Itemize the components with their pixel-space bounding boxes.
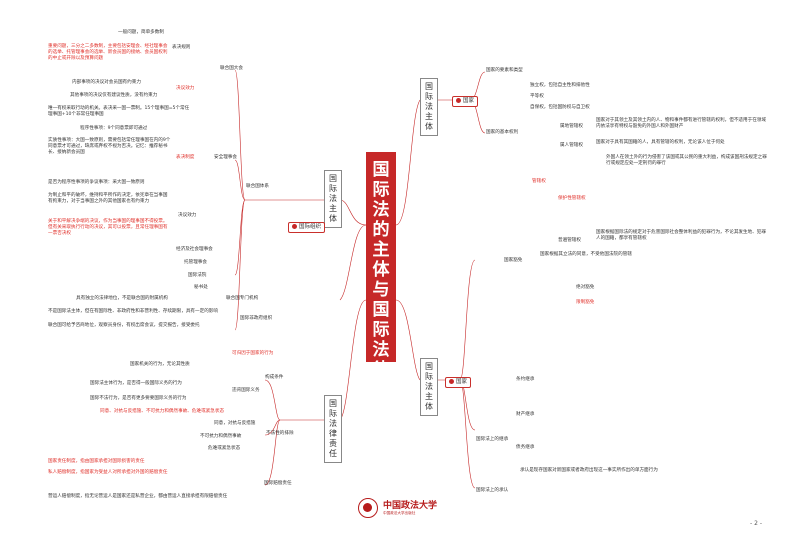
university-sub: 中国政法大学出版社 (383, 510, 416, 515)
treaty-succession: 条约继承 (516, 377, 535, 382)
property-succession: 财产继承 (516, 412, 535, 417)
resolution-effect: 决议效力 (176, 86, 195, 91)
university-logo: 中国政法大学 中国政法大学出版社 (358, 498, 437, 518)
center-title: 国际法的主体与国际法律责任 (366, 152, 396, 420)
resolution-effect-sc: 决议效力 (178, 213, 197, 218)
debt-succession: 债务继承 (516, 445, 535, 450)
sc-note: 关于和平解决争端的决议，作为当事国的理事国不得投票。但有关采取执行行动的决议，其… (48, 219, 168, 236)
substantive: 实质性事项：大国一致原则，需要包括常任理事国在内的9个同意票才可通过，缺席或弃权… (48, 138, 171, 155)
protective-text: 外国人在领土外的行为侵害了该国或其公民的重大利益，构成该国刑法规定之罪行或规定应… (606, 155, 767, 166)
immunity: 国家豁免 (504, 258, 523, 263)
majority-simple: 一般问题，简单多数制 (118, 30, 164, 35)
procedural: 程序性事项：9个同意票即可通过 (80, 126, 148, 131)
restrictive-immunity: 限制豁免 (576, 300, 595, 305)
other-matters: 其他事项的决议仅有建议性质，没有约束力 (70, 93, 158, 98)
compensation: 私人赔偿制度，指国家为受益人对所承担对外国的赔偿责任 (48, 470, 168, 475)
branch-intl-org-subject-label: 国际法主体 (329, 174, 337, 223)
specialized: 具有独立的法律地位，不是联合国的附属机构 (76, 296, 168, 301)
node-bullet-icon (456, 98, 461, 103)
personal: 属人管辖权 (560, 143, 583, 148)
branch-state-subject-2: 国际法主体 (420, 358, 438, 416)
branch-state-subject-label: 国际法主体 (425, 82, 433, 131)
node-state: 国家 (452, 96, 479, 107)
center-title-text: 国际法的主体与国际法律责任 (372, 160, 390, 420)
precluding-list: 同意、对抗与反措施、不可抗力和偶然事故、危难或紧急状态 (100, 409, 225, 414)
universal-text: 国家根据国际法的规定对于危害国际社会整体利益的犯罪行为，不论其发生地、犯罪人的国… (596, 230, 766, 241)
security-council: 安全理事会 (214, 155, 237, 160)
icj: 国际法院 (188, 273, 207, 278)
independence: 独立权，包括自主性和排他性 (530, 83, 590, 88)
node-bullet-icon (292, 224, 297, 229)
individuals: 国际法主体行为，是否得一般国际义务的行为 (90, 381, 182, 386)
branch-intl-legal-liability-label: 国际法律责任 (329, 399, 337, 458)
state-organs: 国家机关的行为，无论其性质 (130, 362, 190, 367)
ngo-role: 联合国可给予咨商地位，观察员身份，有权出席会议，提交报告，接受委托 (48, 323, 200, 328)
branch-intl-org-subject: 国际法主体 (324, 170, 342, 228)
branch-state-subject-2-label: 国际法主体 (425, 362, 433, 411)
page-number: - 2 - (750, 520, 762, 527)
recognition: 国际法上的承认 (476, 488, 509, 493)
voting-rules: 表决规则 (172, 45, 191, 50)
node-state-label: 国家 (463, 98, 475, 104)
node-state-2-label: 国家 (456, 379, 468, 385)
liability-elements: 构成条件 (265, 375, 284, 380)
territorial-text: 国家对于其领土及其领土内的人、物和事件都有进行管辖的权利，但不适用于在领域内依法… (596, 118, 766, 129)
un-organs: 联合国体系 (246, 184, 269, 189)
immunity-text: 国家根据其立法的同意，不受他国法院的管辖 (540, 252, 632, 257)
branch-state-subject: 国际法主体 (420, 78, 438, 136)
distress: 危难或紧急状态 (208, 446, 241, 451)
internal-matters: 内部事项的决议对会员国有约束力 (72, 80, 141, 85)
recognition-text: 承认是现存国家对新国家或者政府出现这一事实所作出的单方面行为 (520, 468, 658, 473)
breach: 违背国际义务 (232, 388, 260, 393)
responsibility-text: 国家责任制度，指由国家承担对国际损害的责任 (48, 459, 145, 464)
precluding: 不法性的排除 (266, 431, 294, 436)
dual-veto: 是否为程序性事项的争议事项：采大国一致原则 (48, 180, 145, 185)
breach-note: 国际不法行为，是否有更多要要国际义务的行为 (90, 396, 187, 401)
node-intl-org: 国际组织 (288, 222, 326, 233)
responsibility-forms: 国际赔偿责任 (264, 481, 292, 486)
elements-of-state: 国家的要素和类型 (486, 68, 523, 73)
node-state-2: 国家 (445, 377, 472, 388)
general-assembly: 联合国大会 (220, 66, 243, 71)
trusteeship: 托管理事会 (184, 260, 207, 265)
sc-effect: 为制止和平的破坏，维持和平所作的决定，依宪章在当事国有拘束力，对于当事国之外的其… (48, 193, 168, 204)
branch-intl-legal-liability: 国际法律责任 (324, 395, 342, 463)
absolute-immunity: 绝对豁免 (576, 285, 595, 290)
loss-note: 营运人赔偿制度，指无论营运人是国家还是私营企业，都由营运人直接承担有限赔偿责任 (48, 494, 228, 499)
basic-rights: 国家的基本权利 (486, 130, 519, 135)
econ-social: 经济及社会理事会 (176, 247, 213, 252)
ngo: 国际非政府组织 (240, 316, 273, 321)
succession: 国际法上的继承 (476, 437, 509, 442)
veto-right: 唯一有权采取行动的机关。表决采一国一票制。15个理事国=5个常任理事国+10个非… (48, 106, 190, 117)
protective: 保护性管辖权 (558, 196, 586, 201)
equality: 平等权 (530, 94, 544, 99)
node-bullet-icon (449, 379, 454, 384)
universal: 普遍管辖权 (558, 238, 581, 243)
voting-system: 表决制度 (176, 155, 195, 160)
ngo-text: 不是国际法主体，但在有国际性、非政府性和非营利性、存续期限，具有一定的影响 (48, 309, 218, 314)
node-intl-org-label: 国际组织 (299, 224, 322, 230)
jurisdiction: 管辖权 (532, 179, 546, 184)
secretariat: 秘书处 (194, 285, 208, 290)
self-defense: 自保权，包括国防权与自卫权 (530, 105, 590, 110)
university-seal-icon (358, 498, 378, 518)
consent: 同意，对抗与反措施 (214, 421, 256, 426)
majority-important: 重要问题，三分之二多数制，主要包括安理会、经社理事会的选举、托管理事会的选举、新… (48, 44, 168, 61)
specialized-agencies: 联合国专门机构 (226, 296, 259, 301)
territorial: 属地管辖权 (560, 124, 583, 129)
attributable: 可归因于国家的行为 (232, 351, 274, 356)
personal-text: 国家对于具有其国籍的人，具有管辖的权利，无论该人位于何处 (596, 140, 725, 145)
university-name: 中国政法大学 (383, 500, 438, 511)
force-majeure: 不可抗力和偶然事故 (200, 434, 242, 439)
